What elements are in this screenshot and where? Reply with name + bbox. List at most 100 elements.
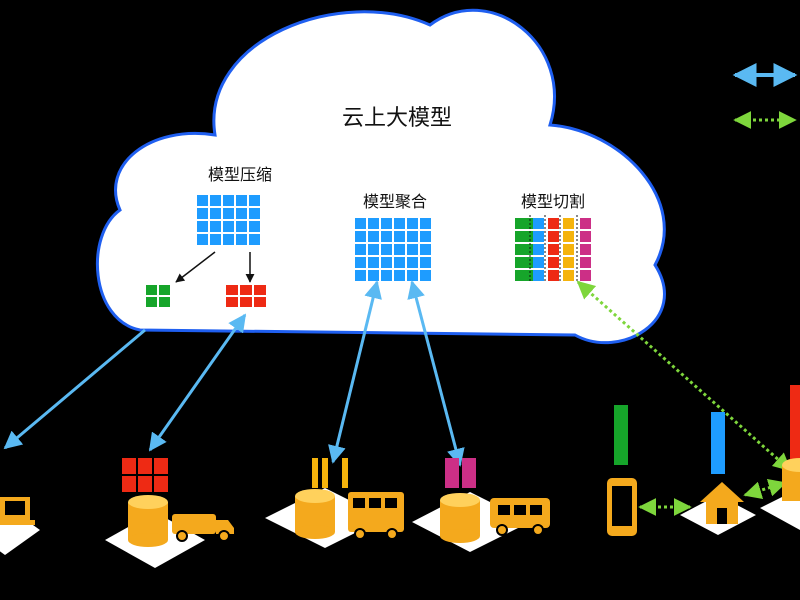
model-cell <box>210 221 221 232</box>
cylinder-model-icon <box>128 495 168 547</box>
model-cell <box>563 270 574 281</box>
compressed-model-green <box>146 285 170 307</box>
edge-node-7 <box>760 385 800 530</box>
model-cell <box>394 257 405 268</box>
legend <box>732 63 798 129</box>
model-cell <box>249 234 260 245</box>
model-cell <box>515 218 526 229</box>
model-cell <box>381 257 392 268</box>
model-cell <box>197 234 208 245</box>
model-split-grid <box>515 218 591 281</box>
model-cell <box>249 208 260 219</box>
model-cell <box>240 285 252 295</box>
model-cell <box>236 195 247 206</box>
magenta-model-block <box>445 458 476 488</box>
model-cell <box>236 208 247 219</box>
red-model-block <box>122 458 168 492</box>
link-split-to-node7 <box>576 280 792 472</box>
model-cell <box>533 257 544 268</box>
cylinder-model-icon <box>295 489 335 539</box>
model-cell <box>394 244 405 255</box>
model-cell <box>210 208 221 219</box>
red-model-block <box>790 385 800 460</box>
model-cell <box>249 195 260 206</box>
model-aggregation-title: 模型聚合 <box>363 192 427 211</box>
model-cell <box>381 244 392 255</box>
model-cell <box>368 231 379 242</box>
truck-icon <box>172 514 234 542</box>
model-aggregation-grid <box>355 218 431 281</box>
cylinder-model-icon <box>440 493 480 543</box>
model-cell <box>523 231 534 242</box>
model-cell <box>420 244 431 255</box>
link-compress-to-node2 <box>148 313 247 452</box>
link-aggregate-to-node3 <box>328 280 382 464</box>
model-cell <box>523 244 534 255</box>
edge-node-5 <box>607 405 637 536</box>
house-icon <box>700 482 744 524</box>
model-cell <box>223 208 234 219</box>
compress-arrow-left <box>175 251 216 283</box>
model-cell <box>563 244 574 255</box>
model-cell <box>146 285 157 295</box>
model-cell <box>548 257 559 268</box>
model-cell <box>533 270 544 281</box>
model-cell <box>580 270 591 281</box>
model-cell <box>368 270 379 281</box>
model-cell <box>533 244 544 255</box>
model-cell <box>381 231 392 242</box>
model-cell <box>223 221 234 232</box>
model-cell <box>580 244 591 255</box>
compressed-model-red <box>226 285 266 307</box>
model-cell <box>236 234 247 245</box>
model-cell <box>407 231 418 242</box>
model-split-title: 模型切割 <box>521 192 585 211</box>
bus-icon <box>348 492 404 540</box>
model-cell <box>515 244 526 255</box>
link-house-to-node7 <box>743 479 787 499</box>
model-cell <box>254 297 266 307</box>
model-cell <box>563 231 574 242</box>
model-cell <box>210 234 221 245</box>
model-cell <box>394 218 405 229</box>
model-cell <box>223 234 234 245</box>
model-cell <box>523 257 534 268</box>
edge-node-4 <box>412 458 550 552</box>
model-cell <box>548 244 559 255</box>
model-cell <box>580 231 591 242</box>
model-cell <box>407 244 418 255</box>
model-cell <box>381 270 392 281</box>
model-cell <box>515 257 526 268</box>
model-cell <box>240 297 252 307</box>
model-cell <box>197 221 208 232</box>
model-cell <box>407 218 418 229</box>
model-cell <box>420 218 431 229</box>
model-cell <box>368 218 379 229</box>
model-cell <box>407 270 418 281</box>
model-cell <box>226 285 238 295</box>
model-cell <box>548 270 559 281</box>
edge-node-1 <box>0 497 40 555</box>
model-cell <box>226 297 238 307</box>
model-cell <box>159 297 170 307</box>
model-cell <box>420 270 431 281</box>
model-cell <box>580 218 591 229</box>
model-compression-title: 模型压缩 <box>208 165 272 184</box>
orange-model-block <box>312 458 348 488</box>
cloud-title: 云上大模型 <box>342 106 452 131</box>
model-cell <box>236 221 247 232</box>
model-cell <box>515 270 526 281</box>
model-cell <box>355 244 366 255</box>
model-cell <box>563 257 574 268</box>
link-compress-to-node1 <box>3 328 146 450</box>
green-model-block <box>614 405 628 465</box>
model-cell <box>355 270 366 281</box>
model-cell <box>394 231 405 242</box>
phone-icon <box>607 478 637 536</box>
model-cell <box>249 221 260 232</box>
model-cell <box>533 231 544 242</box>
model-cell <box>197 208 208 219</box>
model-cell <box>523 270 534 281</box>
model-cell <box>548 231 559 242</box>
